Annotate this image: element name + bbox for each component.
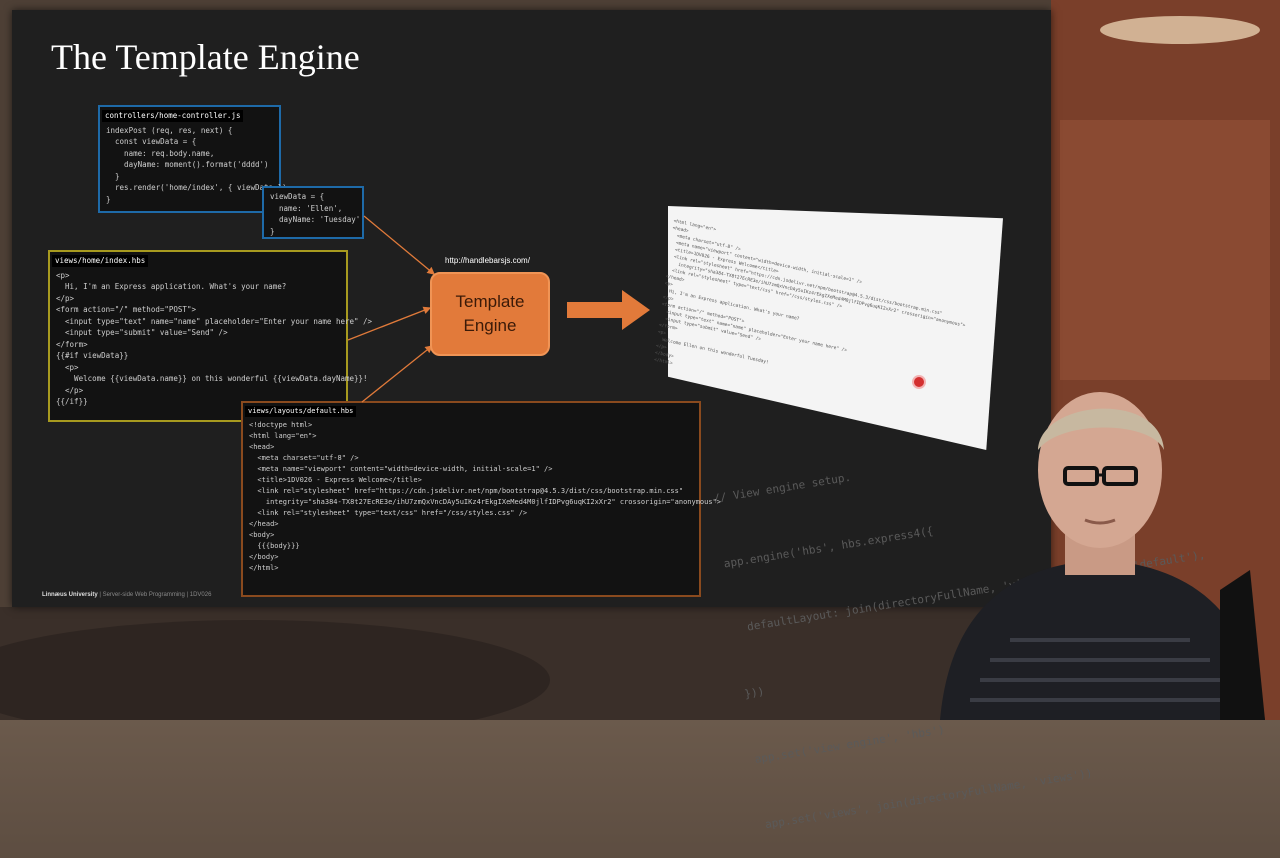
code-line: <body>: [249, 531, 275, 539]
code-line: <meta name="viewport" content="width=dev…: [249, 465, 553, 473]
presenter-webcam: [940, 392, 1265, 720]
code-line: }: [106, 194, 111, 204]
code-line: </html>: [249, 564, 279, 572]
arrows-diagram: [347, 215, 650, 403]
presentation-slide: The Template Engine controllers/home-con…: [12, 10, 1051, 607]
code-line: </head>: [249, 520, 279, 528]
code-line: Welcome {{viewData.name}} on this wonder…: [56, 374, 368, 383]
code-line: <title>1DV026 - Express Welcome</title>: [249, 476, 422, 484]
code-line: dayName: moment().format('dddd'): [106, 160, 269, 169]
code-line: </body>: [249, 553, 279, 561]
code-line: name: 'Ellen',: [270, 203, 343, 213]
index-hbs-code-box: views/home/index.hbs <p> Hi, I'm an Expr…: [48, 250, 372, 422]
layout-hbs-code-box: views/layouts/default.hbs <!doctype html…: [241, 401, 722, 597]
code-line: Hi, I'm an Express application. What's y…: [56, 282, 287, 291]
code-line: </p>: [56, 293, 75, 303]
code-line: <p>: [56, 270, 70, 280]
code-line: {{/if}}: [56, 397, 88, 406]
code-line: name: req.body.name,: [106, 148, 215, 158]
code-line: {{#if viewData}}: [56, 351, 129, 360]
index-filename: views/home/index.hbs: [52, 255, 149, 267]
code-line: const viewData = {: [106, 137, 197, 146]
engine-label-line1: Template: [455, 292, 525, 311]
slide-title: The Template Engine: [51, 37, 360, 77]
code-line: viewData = {: [270, 192, 325, 201]
controller-filename: controllers/home-controller.js: [102, 110, 244, 122]
footer-course-text: | Server-side Web Programming | 1DV026: [99, 592, 212, 598]
code-line: indexPost (req, res, next) {: [106, 125, 233, 135]
controller-code-box: controllers/home-controller.js indexPost…: [98, 105, 287, 213]
code-line: <html lang="en">: [249, 432, 317, 440]
layout-filename: views/layouts/default.hbs: [245, 406, 357, 417]
code-line: <meta charset="utf-8" />: [249, 454, 359, 462]
code-line: }: [106, 171, 120, 181]
viewdata-code-box: viewData = { name: 'Ellen', dayName: 'Tu…: [262, 186, 364, 239]
university-logo: Linnæus University: [42, 592, 98, 598]
code-line: <!doctype html>: [249, 421, 313, 429]
code-line: </p>: [56, 385, 84, 395]
code-line: <link rel="stylesheet" type="text/css" h…: [249, 509, 528, 517]
record-indicator-icon: [912, 375, 926, 389]
arrow-index-to-engine: [347, 306, 432, 341]
template-engine-box: Template Engine: [430, 272, 550, 356]
code-line: dayName: 'Tuesday': [270, 215, 361, 224]
code-line: <link rel="stylesheet" href="https://cdn…: [249, 487, 684, 495]
ghost-code-line: app.set('views', join(directoryFullName,…: [764, 766, 1094, 832]
footer: Linnæus University | Server-side Web Pro…: [42, 592, 211, 598]
code-line: integrity="sha384-TX8t27EcRE3e/ihU7zmQxV…: [249, 498, 722, 506]
arrow-viewdata-to-engine: [363, 215, 436, 275]
code-line: <p>: [56, 362, 79, 372]
engine-label-line2: Engine: [463, 316, 517, 335]
code-line: <form action="/" method="POST">: [56, 305, 196, 314]
code-line: <input type="submit" value="Send" />: [56, 328, 228, 337]
code-line: <head>: [249, 443, 275, 451]
code-line: {{{body}}}: [249, 542, 300, 550]
engine-url-label: http://handlebarsjs.com/: [445, 256, 530, 265]
arrow-engine-to-output: [567, 290, 650, 330]
code-line: }: [270, 226, 275, 236]
code-line: </form>: [56, 339, 88, 349]
arrow-layout-to-engine: [361, 345, 434, 403]
